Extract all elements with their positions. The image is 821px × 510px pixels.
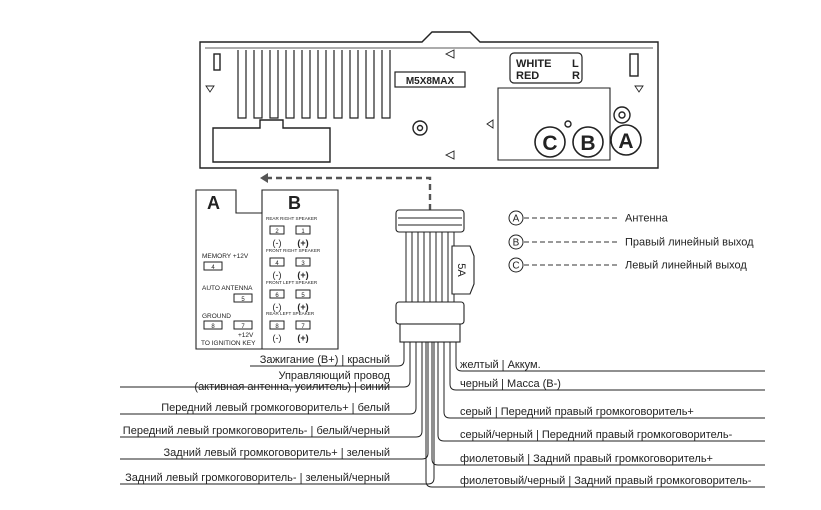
- socket-connection-dashed: [266, 176, 432, 210]
- wire-label-left: Передний левый громкоговоритель+ | белый: [161, 402, 390, 414]
- rca-white-label: WHITE: [516, 58, 551, 70]
- pin-number: 8: [275, 324, 279, 330]
- rca-r-label: R: [572, 70, 580, 82]
- wire-label-right: фиолетовый | Задний правый громкоговорит…: [460, 453, 713, 465]
- ignition-pin: 7: [241, 324, 245, 330]
- antenna-label: AUTO ANTENNA: [202, 285, 253, 292]
- pin-number: 1: [301, 229, 305, 235]
- polarity-minus: (-): [273, 238, 282, 248]
- wire-label-left: Задний левый громкоговоритель+ | зеленый: [164, 447, 390, 459]
- legend-port-icon: [508, 234, 524, 250]
- iso-socket: [212, 119, 331, 163]
- legend-port-key: C: [512, 261, 519, 272]
- heatsink-fins: [237, 50, 391, 119]
- pin-number: 2: [275, 229, 279, 235]
- speaker-row-title: REAR LEFT SPEAKER: [266, 311, 315, 316]
- port-b-label: B: [580, 132, 595, 155]
- polarity-plus: (+): [297, 270, 308, 280]
- head-unit-rear-panel: [199, 31, 659, 169]
- legend-port-icon: [508, 257, 524, 273]
- legend-text: Антенна: [625, 213, 669, 225]
- wire-label-right: желтый | Аккум.: [460, 359, 541, 371]
- port-c-label: C: [542, 132, 557, 155]
- pin-number: 7: [301, 324, 305, 330]
- model-label: M5X8MAX: [406, 76, 455, 87]
- legend-text: Левый линейный выход: [625, 260, 747, 272]
- wire-label-left: Задний левый громкоговоритель- | зеленый…: [125, 472, 390, 484]
- port-b-icon: [572, 126, 604, 158]
- fuse-holder: [451, 245, 475, 295]
- wire-label-left: Передний левый громкоговоритель- | белый…: [123, 425, 390, 437]
- ignition-voltage: +12V: [238, 332, 254, 339]
- screw-icon: [613, 106, 631, 124]
- port-c-icon: [534, 126, 566, 158]
- memory-label: MEMORY +12V: [202, 253, 249, 260]
- wire-label-right: черный | Масса (В-): [460, 378, 561, 390]
- legend-port-key: B: [513, 238, 520, 249]
- port-a-label: A: [618, 130, 633, 153]
- connector-ab-block: [195, 189, 339, 350]
- legend-port-icon: [508, 210, 524, 226]
- speaker-row-title: REAR RIGHT SPEAKER: [266, 216, 318, 221]
- speaker-row-title: FRONT LEFT SPEAKER: [266, 280, 318, 285]
- pin-number: 3: [301, 261, 305, 267]
- rca-red-label: RED: [516, 70, 539, 82]
- pin-number: 6: [275, 293, 279, 299]
- speaker-row-title: FRONT RIGHT SPEAKER: [266, 248, 321, 253]
- ignition-label: TO IGNITION KEY: [201, 340, 256, 347]
- rca-l-label: L: [572, 58, 579, 70]
- rca-output-box: [509, 52, 583, 84]
- pin-number: 4: [275, 261, 279, 267]
- antenna-pin: 5: [241, 297, 245, 303]
- wire-label-left: Управляющий провод: [278, 370, 390, 382]
- wire-label-left: Зажигание (В+) | красный: [260, 354, 390, 366]
- connector-b-letter: B: [288, 193, 301, 213]
- pin-number: 5: [301, 293, 305, 299]
- fuse-label: 5A: [455, 263, 467, 277]
- polarity-plus: (+): [297, 302, 308, 312]
- wire-label-left: (активная антенна, усилитель) | синий: [194, 381, 390, 393]
- wire-label-right: серый | Передний правый громкоговоритель…: [460, 406, 694, 418]
- rca-panel: [497, 87, 611, 161]
- memory-pin: 4: [211, 265, 215, 271]
- polarity-minus: (-): [273, 302, 282, 312]
- polarity-plus: (+): [297, 333, 308, 343]
- wire-fanout: [120, 342, 765, 488]
- ground-pin: 8: [211, 324, 215, 330]
- polarity-minus: (-): [273, 270, 282, 280]
- polarity-minus: (-): [273, 333, 282, 343]
- wire-label-right: фиолетовый/черный | Задний правый громко…: [460, 475, 752, 487]
- screw-icon: [412, 120, 428, 136]
- connector-a-letter: A: [207, 193, 220, 213]
- polarity-plus: (+): [297, 238, 308, 248]
- port-a-icon: [610, 124, 642, 156]
- ground-label: GROUND: [202, 313, 231, 320]
- wire-harness: [395, 209, 475, 343]
- model-plate: [394, 71, 466, 88]
- wire-label-right: серый/черный | Передний правый громкогов…: [460, 429, 733, 441]
- legend-port-key: A: [513, 214, 520, 225]
- legend-text: Правый линейный выход: [625, 237, 754, 249]
